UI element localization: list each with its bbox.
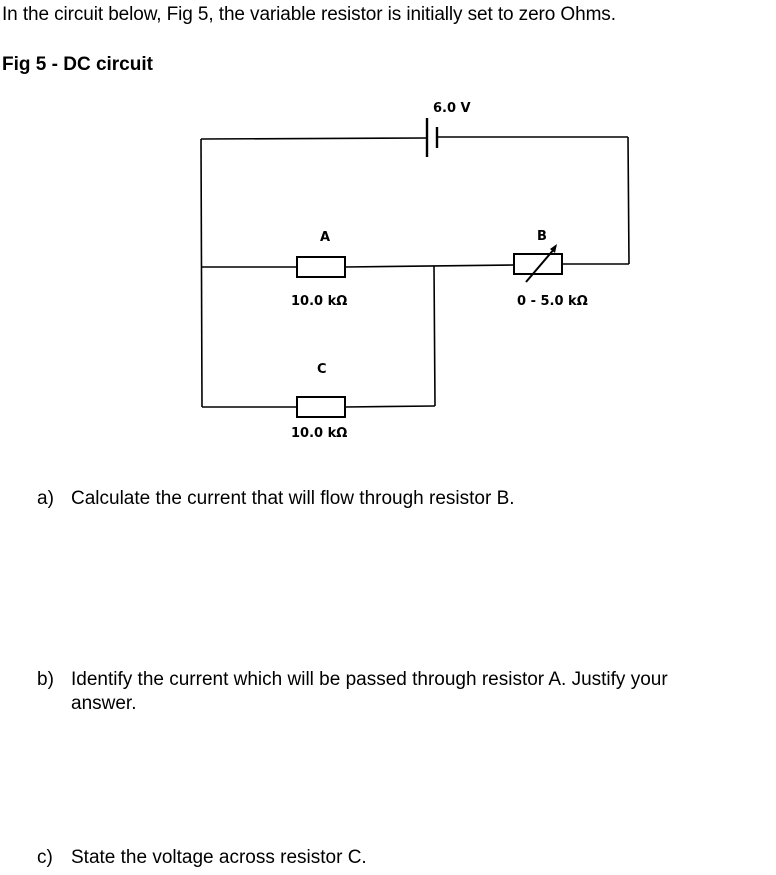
wire-right — [627, 136, 630, 265]
question-b-text-line2: answer. — [71, 693, 137, 714]
figure-title: Fig 5 - DC circuit — [2, 54, 153, 75]
question-a-text: Calculate the current that will flow thr… — [71, 488, 515, 509]
wire-mid-center — [344, 264, 515, 268]
battery-label: 6.0 V — [433, 101, 471, 116]
question-c-text: State the voltage across resistor C. — [71, 847, 367, 868]
intro-text: In the circuit below, Fig 5, the variabl… — [2, 4, 616, 25]
resistor-b-label: B — [537, 229, 547, 244]
resistor-b-icon — [513, 253, 563, 275]
circuit-diagram: 6.0 V A 10.0 kΩ B 0 - 5.0 kΩ C 10.0 kΩ — [200, 101, 630, 441]
resistor-a-icon — [296, 256, 346, 278]
question-a-label: a) — [37, 488, 54, 509]
question-b-label: b) — [37, 669, 54, 690]
wire-bottom-right — [344, 405, 436, 408]
wire-junction — [433, 265, 436, 407]
resistor-a-value: 10.0 kΩ — [291, 294, 347, 309]
battery-icon — [425, 118, 439, 157]
resistor-c-value: 10.0 kΩ — [291, 426, 347, 441]
resistor-a-label: A — [320, 230, 330, 245]
question-c-label: c) — [37, 847, 53, 868]
wire-top-left — [200, 137, 428, 140]
question-b-text: Identify the current which will be passe… — [71, 669, 668, 690]
variable-arrow-icon — [525, 244, 557, 283]
resistor-c-label: C — [317, 362, 327, 377]
wire-left — [200, 138, 203, 408]
resistor-c-icon — [296, 396, 346, 418]
resistor-b-value: 0 - 5.0 kΩ — [517, 294, 588, 309]
